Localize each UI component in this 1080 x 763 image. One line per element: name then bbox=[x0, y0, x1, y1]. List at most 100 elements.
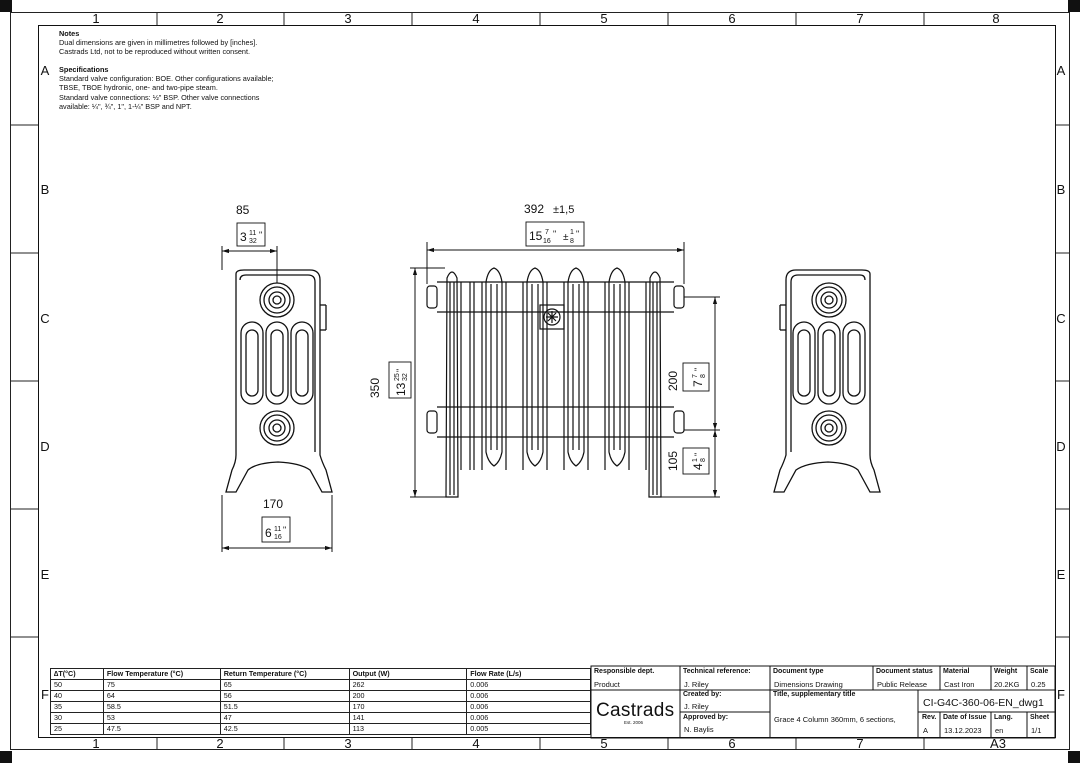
flow-table: ∆T(°C) Flow Temperature (°C) Return Temp… bbox=[50, 668, 591, 735]
table-cell: 42.5 bbox=[219, 723, 350, 735]
fraction-numerator: 1 bbox=[570, 229, 574, 236]
weight-value: 20.2KG bbox=[994, 680, 1020, 689]
document-type-label: Document type bbox=[773, 668, 824, 675]
column-label: 4 bbox=[472, 736, 480, 751]
row-label: B bbox=[1056, 182, 1066, 197]
date-label: Date of Issue bbox=[943, 714, 987, 721]
document-number: CI-G4C-360-06-EN_dwg1 bbox=[923, 697, 1044, 709]
material-label: Material bbox=[943, 668, 970, 675]
fraction-numerator: 11 bbox=[274, 526, 281, 533]
tolerance-sign: ± bbox=[563, 232, 569, 243]
fraction-numerator: 11 bbox=[249, 230, 256, 237]
front-view bbox=[426, 267, 685, 498]
corner-mark bbox=[0, 751, 12, 763]
column-label: 7 bbox=[856, 736, 864, 751]
row-label: E bbox=[1056, 567, 1066, 582]
dim-height-in: 13 bbox=[394, 382, 408, 396]
title-label: Title, supplementary title bbox=[773, 691, 856, 698]
column-label: 2 bbox=[216, 11, 224, 26]
revision-label: Rev. bbox=[922, 714, 937, 721]
date-value: 13.12.2023 bbox=[944, 726, 982, 735]
column-label: 4 bbox=[472, 11, 480, 26]
language-label: Lang. bbox=[994, 714, 1013, 721]
corner-mark bbox=[1068, 0, 1080, 12]
notes-heading: Notes bbox=[59, 29, 80, 38]
table-row: 40 64 56 200 0.006 bbox=[50, 690, 591, 702]
dimension-lines bbox=[221, 242, 720, 552]
fraction-denominator: 16 bbox=[274, 534, 282, 541]
fraction-numerator: 7 bbox=[692, 374, 699, 378]
dim-length-tolerance: ±1,5 bbox=[553, 204, 574, 216]
inch-mark: " bbox=[576, 229, 579, 239]
specifications-heading: Specifications bbox=[59, 65, 109, 75]
language-value: en bbox=[995, 726, 1004, 735]
inch-mark: " bbox=[693, 453, 703, 456]
document-type-value: Dimensions Drawing bbox=[774, 680, 843, 689]
row-label: C bbox=[40, 311, 50, 326]
fraction-numerator: 25 bbox=[394, 373, 401, 381]
row-label: E bbox=[40, 567, 50, 582]
responsible-dept-label: Responsible dept. bbox=[594, 668, 655, 675]
sheet-value: 1/1 bbox=[1031, 726, 1042, 735]
responsible-dept-value: Product bbox=[594, 680, 620, 689]
flow-table-header: ∆T(°C) Flow Temperature (°C) Return Temp… bbox=[50, 668, 591, 680]
dim-length-mm: 392 bbox=[524, 202, 544, 216]
created-by-label: Created by: bbox=[683, 691, 722, 698]
table-row: 25 47.5 42.5 113 0.005 bbox=[50, 723, 591, 735]
column-label: 2 bbox=[216, 736, 224, 751]
dim-floor-mm: 105 bbox=[666, 451, 680, 471]
spec-line: available: ¼", ¾", 1", 1-¼" BSP and NPT. bbox=[59, 101, 192, 111]
fraction-denominator: 8 bbox=[700, 458, 707, 462]
inch-mark: " bbox=[259, 230, 262, 240]
revision-value: A bbox=[923, 726, 929, 735]
technical-reference-value: J. Riley bbox=[684, 680, 709, 689]
notes-block: Notes Dual dimensions are given in milli… bbox=[59, 29, 299, 111]
dim-length-in: 15 bbox=[529, 229, 543, 243]
column-label: 5 bbox=[600, 11, 608, 26]
table-cell: 25 bbox=[50, 723, 104, 735]
dim-side-depth-mm: 85 bbox=[236, 203, 250, 217]
column-label: 3 bbox=[344, 736, 352, 751]
weight-label: Weight bbox=[994, 668, 1018, 675]
scale-value: 0.25 bbox=[1031, 680, 1046, 689]
fraction-numerator: 7 bbox=[545, 229, 549, 236]
column-label: 7 bbox=[856, 11, 864, 26]
drawing-title: Grace 4 Column 360mm, 6 sections, bbox=[774, 715, 896, 724]
dim-height-mm: 350 bbox=[368, 378, 382, 398]
fraction-denominator: 8 bbox=[700, 374, 707, 378]
inch-mark: " bbox=[395, 369, 405, 372]
table-row: 35 58.5 51.5 170 0.006 bbox=[50, 701, 591, 713]
corner-mark bbox=[1068, 751, 1080, 763]
notes-line: Dual dimensions are given in millimetres… bbox=[59, 38, 258, 48]
technical-reference-label: Technical reference: bbox=[683, 668, 751, 675]
dim-side-depth-in: 3 bbox=[240, 230, 247, 244]
column-label: 1 bbox=[92, 736, 100, 751]
approved-by-value: N. Baylis bbox=[684, 725, 714, 734]
column-label: 8 bbox=[992, 11, 1000, 26]
row-label: A bbox=[40, 63, 50, 78]
row-label: B bbox=[40, 182, 50, 197]
document-status-value: Public Release bbox=[877, 680, 928, 689]
side-view-right bbox=[773, 269, 881, 493]
spec-line: Standard valve configuration: BOE. Other… bbox=[59, 74, 274, 84]
spec-line: Standard valve connections: ½" BSP. Othe… bbox=[59, 92, 260, 102]
sheet-label: Sheet bbox=[1030, 714, 1050, 721]
approved-by-label: Approved by: bbox=[683, 714, 729, 721]
inch-mark: " bbox=[283, 525, 286, 535]
table-cell: 0.005 bbox=[466, 723, 591, 735]
castrads-logo: Castrads bbox=[596, 700, 675, 721]
dim-side-foot-in: 6 bbox=[265, 526, 272, 540]
fraction-denominator: 16 bbox=[543, 238, 551, 245]
dim-centres-mm: 200 bbox=[666, 371, 680, 391]
material-value: Cast Iron bbox=[944, 680, 975, 689]
document-status-label: Document status bbox=[876, 668, 933, 675]
column-label: 6 bbox=[728, 736, 736, 751]
side-view-left bbox=[225, 269, 333, 493]
row-label: D bbox=[1056, 439, 1066, 454]
fraction-denominator: 8 bbox=[570, 238, 574, 245]
spec-line: TBSE, TBOE hydronic, one- and two-pipe s… bbox=[59, 83, 218, 93]
fraction-denominator: 32 bbox=[402, 373, 409, 381]
